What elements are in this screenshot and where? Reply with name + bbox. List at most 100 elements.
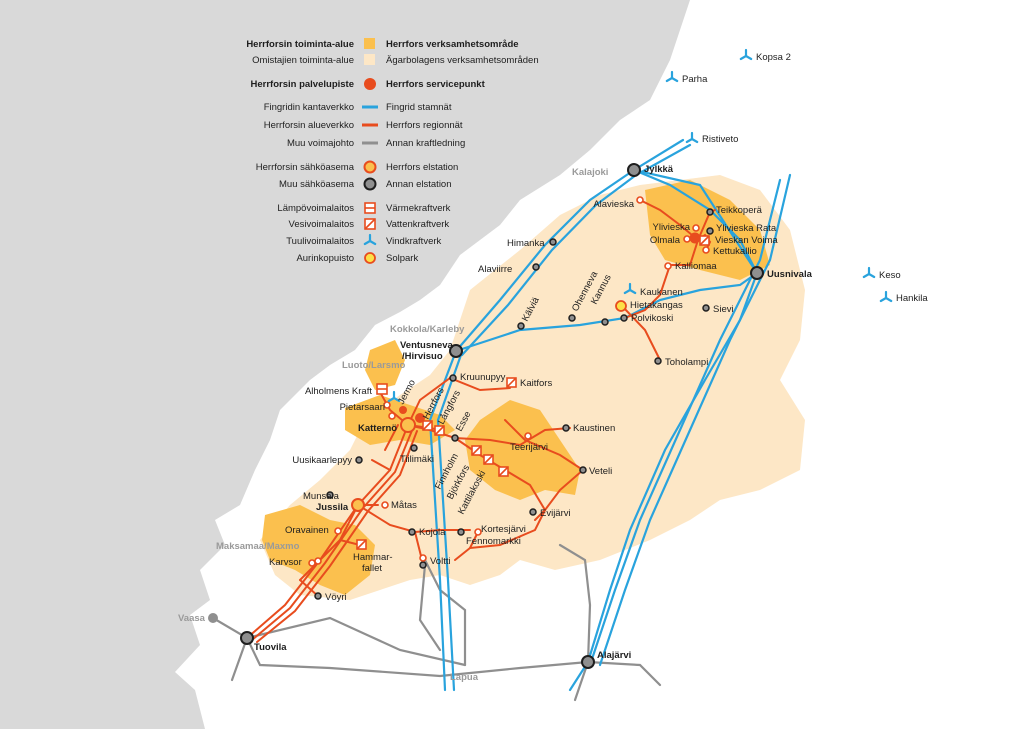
legend-label-fi: Vesivoimalaitos <box>289 219 355 230</box>
hydro-plant-icon <box>506 377 517 388</box>
label-jussila: Jussila <box>316 502 349 513</box>
service-point-dot <box>364 78 376 90</box>
label-ylivieska-rata: Ylivieska Rata <box>716 223 777 234</box>
label-voyri: Vöyri <box>325 592 347 603</box>
major-stations <box>240 163 764 669</box>
hydro-plant-icon <box>434 425 445 436</box>
label-polvikoski: Polvikoski <box>631 313 673 324</box>
label-pietarsaari: Pietarsaari <box>340 402 385 413</box>
wind-turbine-icon <box>387 390 401 403</box>
station-jussila <box>351 498 365 512</box>
legend-label-sv: Ägarbolagens verksamhetsområden <box>386 55 539 66</box>
sea-label-lapua: Lapua <box>450 672 479 683</box>
legend-label-fi: Herrforsin toiminta-alue <box>246 39 354 50</box>
legend-label-fi: Herrforsin palvelupiste <box>251 79 354 90</box>
hydro-plant-icon <box>483 454 494 465</box>
label-hammarfallet: Hammar-fallet <box>353 552 393 574</box>
label-toholampi: Toholampi <box>665 357 708 368</box>
label-hietakangas: Hietakangas <box>630 300 683 311</box>
label-ristiveto: Ristiveto <box>702 134 738 145</box>
legend-label-fi: Lämpövoimalaitos <box>277 203 354 214</box>
herrfors-station <box>363 160 377 174</box>
label-alaviirre: Alaviirre <box>478 264 512 275</box>
wind-turbine-icon <box>623 282 637 295</box>
owner-area-region <box>260 175 805 600</box>
wind-turbine-icon <box>862 266 876 279</box>
hydro-plant-icon <box>364 218 376 230</box>
wind-turbine-icon <box>665 70 679 83</box>
sea-label-kokkola: Kokkola/Karleby <box>390 324 465 335</box>
label-kaitfors: Kaitfors <box>520 378 552 389</box>
hydro-plant-icon <box>471 445 482 456</box>
hydro-plant-icon <box>699 235 710 246</box>
label-veteli: Veteli <box>589 466 612 477</box>
herrfors-major-stations <box>351 417 416 512</box>
label-hankila: Hankila <box>896 293 928 304</box>
label-voltti: Voltti <box>430 556 451 567</box>
label-ylivieska: Ylivieska <box>653 222 691 233</box>
legend-label-fi: Fingridin kantaverkko <box>264 102 354 113</box>
legend-label-sv: Värmekraftverk <box>386 203 451 214</box>
label-himanka: Himanka <box>507 238 545 249</box>
label-kaustinen: Kaustinen <box>573 423 615 434</box>
legend-label-fi: Herrforsin sähköasema <box>256 162 355 173</box>
legend-label-fi: Muu sähköasema <box>279 179 355 190</box>
hydro-plant-icon <box>356 539 367 550</box>
label-oravainen: Oravainen <box>285 525 329 536</box>
label-olmala: Olmala <box>650 235 681 246</box>
legend-label-fi: Herrforsin alueverkko <box>264 120 354 131</box>
station-katterno <box>400 417 416 433</box>
label-evijarvi: Evijärvi <box>540 508 571 519</box>
station-ventusneva <box>449 344 463 358</box>
wind-turbine-icon <box>739 48 753 61</box>
label-karvsor: Karvsor <box>269 557 302 568</box>
solar-park-icon <box>615 300 627 312</box>
owner-area-swatch <box>364 54 375 65</box>
label-jylkka: Jylkkä <box>644 164 674 175</box>
label-fennomarkki: Fennomarkki <box>466 536 521 547</box>
legend-label-fi: Omistajien toiminta-alue <box>252 55 354 66</box>
wind-turbine-icon <box>685 131 699 144</box>
label-tiilimaki: Tiilimäki <box>400 454 434 465</box>
sea-label-maksamaa: Maksamaa/Maxmo <box>216 541 300 552</box>
label-keso: Keso <box>879 270 901 281</box>
hydro-plant-icon <box>422 420 433 431</box>
label-alavieska: Alavieska <box>593 199 634 210</box>
label-sievi: Sievi <box>713 304 734 315</box>
label-tuovila: Tuovila <box>254 642 287 653</box>
sea-label-kalajoki: Kalajoki <box>572 167 608 178</box>
herrfors-area-swatch <box>364 38 375 49</box>
thermal-plant-icon <box>376 383 388 395</box>
label-uusikaarlepyy: Uusikaarlepyy <box>292 455 352 466</box>
label-teikkopera: Teikkoperä <box>716 205 763 216</box>
label-kaukanen: Kaukanen <box>640 287 683 298</box>
label-teerijarvi: Teerijärvi <box>510 442 548 453</box>
sea-label-vaasa: Vaasa <box>178 613 206 624</box>
hydro-plants <box>356 235 710 550</box>
legend-label-sv: Solpark <box>386 253 418 264</box>
station-uusnivala <box>750 266 764 280</box>
label-kortesjarvi: Kortesjärvi <box>481 524 526 535</box>
label-kalliomaa: Kalliomaa <box>675 261 717 272</box>
label-matas: Måtas <box>391 500 417 511</box>
legend-label-sv: Vindkraftverk <box>386 236 442 247</box>
thermal-plant-icon <box>364 202 376 214</box>
station-vaasa <box>208 613 218 623</box>
label-ventusneva: Ventusneva/Hirvisuo <box>400 340 454 362</box>
label-parha: Parha <box>682 74 708 85</box>
small-herrfors-stations <box>308 196 710 567</box>
legend-label-sv: Annan elstation <box>386 179 452 190</box>
label-kojola: Kojola <box>419 527 446 538</box>
fingrid-lines <box>428 138 792 692</box>
label-munsala: Munsala <box>303 491 340 502</box>
other-station <box>363 177 377 191</box>
label-alajarvi: Alajärvi <box>597 650 631 661</box>
wind-turbine-icon <box>363 233 377 246</box>
wind-farms <box>387 48 893 403</box>
legend-label-sv: Herrfors elstation <box>386 162 458 173</box>
wind-turbine-icon <box>879 290 893 303</box>
legend-label-sv: Annan kraftledning <box>386 138 465 149</box>
legend-label-sv: Vattenkraftverk <box>386 219 449 230</box>
solar-park-icon <box>364 252 376 264</box>
